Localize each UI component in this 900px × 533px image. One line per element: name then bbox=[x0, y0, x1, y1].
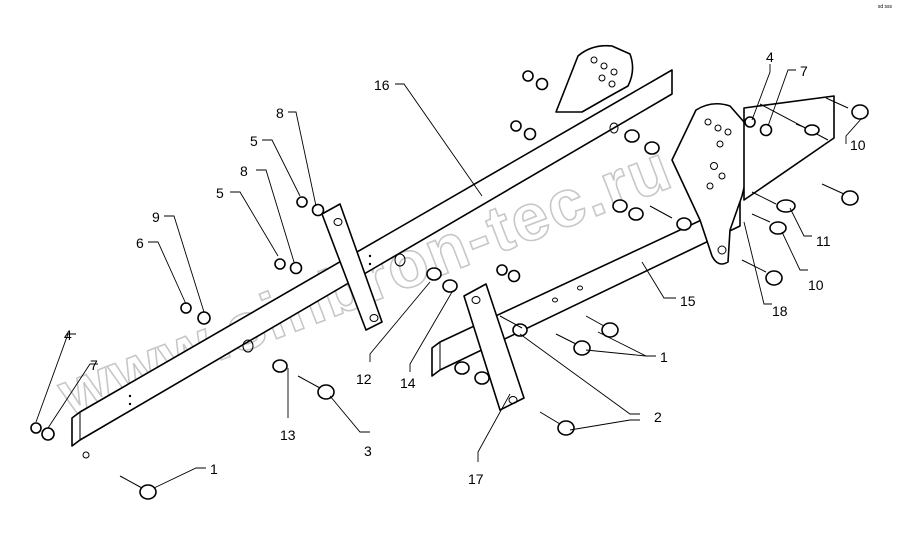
callout-15: 15 bbox=[680, 293, 696, 309]
callout-9: 9 bbox=[152, 209, 160, 225]
callout-10b: 10 bbox=[808, 277, 824, 293]
spacer-bushings bbox=[272, 129, 692, 385]
bolt-2b bbox=[539, 411, 575, 436]
callout-8a: 8 bbox=[276, 105, 284, 121]
callout-7b: 7 bbox=[800, 63, 808, 79]
callout-4a: 4 bbox=[64, 327, 72, 343]
callout-3: 3 bbox=[364, 443, 372, 459]
upper-bracket-plate bbox=[555, 44, 634, 113]
bolt-3 bbox=[297, 375, 335, 400]
callout-17: 17 bbox=[468, 471, 484, 487]
bolt-18 bbox=[741, 259, 783, 286]
callout-1b: 1 bbox=[660, 349, 668, 365]
callout-2: 2 bbox=[654, 409, 662, 425]
bolt-1b bbox=[555, 333, 591, 356]
callout-11: 11 bbox=[816, 233, 831, 249]
bolt-1a bbox=[585, 315, 619, 338]
bolt-2a bbox=[499, 315, 523, 329]
small-bracket bbox=[321, 203, 383, 331]
part-18-large-bracket bbox=[671, 102, 749, 265]
callout-18: 18 bbox=[772, 303, 788, 319]
callout-1a: 1 bbox=[210, 461, 218, 477]
callout-labels: 16 8 5 8 5 9 6 4 7 1 13 3 12 14 17 2 1 1… bbox=[64, 49, 866, 487]
pins-and-rings bbox=[751, 97, 869, 235]
bolt-front-left bbox=[119, 475, 157, 500]
callout-8b: 8 bbox=[240, 163, 248, 179]
callout-4b: 4 bbox=[766, 49, 774, 65]
part-15-lower-rail bbox=[431, 201, 741, 377]
bolts bbox=[119, 183, 859, 500]
bolt-right bbox=[821, 183, 859, 206]
part-16-front-rail bbox=[71, 69, 673, 459]
callout-5b: 5 bbox=[216, 185, 224, 201]
bolt-center-right bbox=[649, 205, 673, 219]
callout-7a: 7 bbox=[90, 357, 98, 373]
callout-10a: 10 bbox=[850, 137, 866, 153]
right-side-rail bbox=[743, 95, 835, 201]
callout-6: 6 bbox=[136, 235, 144, 251]
callout-5a: 5 bbox=[250, 133, 258, 149]
callout-14: 14 bbox=[400, 375, 416, 391]
callout-16: 16 bbox=[374, 77, 390, 93]
part-17-plate bbox=[463, 283, 525, 411]
callout-13: 13 bbox=[280, 427, 296, 443]
callout-12: 12 bbox=[356, 371, 372, 387]
corner-mark: sd sss bbox=[877, 4, 892, 10]
leader-lines bbox=[35, 64, 863, 489]
